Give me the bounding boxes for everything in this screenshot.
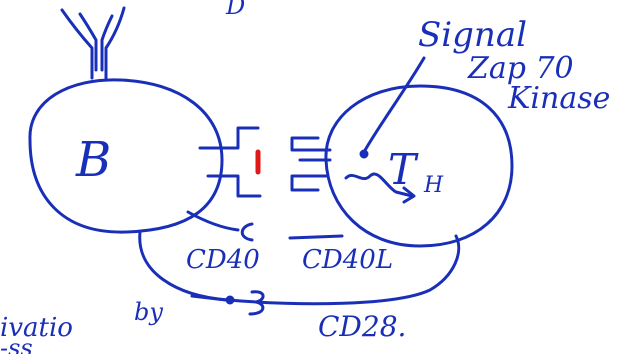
cd40l-label: CD40L bbox=[302, 245, 393, 275]
signal-label: Signal bbox=[418, 15, 527, 55]
antibody-receptor bbox=[60, 6, 126, 82]
b-cell-outline bbox=[28, 78, 224, 234]
zap70-label: Zap 70 bbox=[467, 51, 574, 86]
cd28-label: CD28. bbox=[318, 310, 406, 343]
kinase-label: Kinase bbox=[507, 81, 610, 116]
signal-dot bbox=[359, 149, 369, 159]
cd28-loop bbox=[138, 230, 461, 306]
t-cell-receptor-brackets bbox=[290, 136, 332, 192]
by-label: by bbox=[134, 298, 163, 326]
cd28-hook bbox=[248, 290, 265, 316]
cd40-stem bbox=[186, 210, 240, 232]
bottom-left-fragment-label: -ss bbox=[0, 334, 33, 354]
b-cell-label: B bbox=[75, 132, 111, 188]
activation-fragment-label: ivatio bbox=[0, 313, 73, 343]
th-cell-outline bbox=[324, 84, 514, 248]
linker-dot bbox=[225, 295, 235, 305]
b-cell-receptor-brackets bbox=[198, 126, 262, 198]
th-cell-label: T bbox=[388, 145, 419, 194]
signal-arrow bbox=[362, 56, 426, 154]
th-cell-subscript: H bbox=[423, 173, 444, 198]
kinase-squiggle bbox=[344, 172, 414, 198]
cd40-label: CD40 bbox=[186, 245, 260, 275]
cd40-cup bbox=[240, 222, 254, 242]
linker-arrow bbox=[190, 294, 228, 302]
cd40l-stem bbox=[288, 234, 344, 240]
top-fragment-label: D bbox=[225, 0, 245, 20]
kinase-arrowhead bbox=[402, 186, 416, 204]
